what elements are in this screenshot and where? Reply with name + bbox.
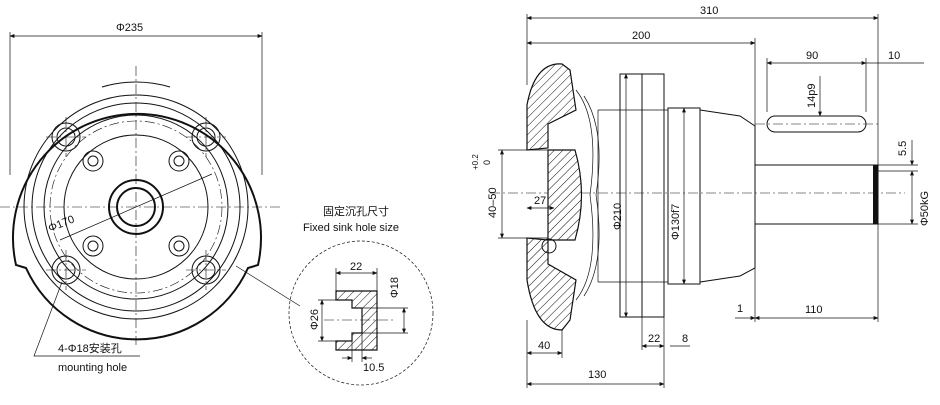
mounting-hole-spec: 4-Φ18安装孔 (58, 341, 122, 355)
bolt (82, 150, 104, 172)
side-view: 310 200 90 10 14p9 5.5 Φ50kG (471, 5, 931, 388)
dim-thickness-label: 10.5 (363, 362, 384, 374)
output-shaft (754, 164, 879, 225)
mounting-hole (186, 250, 226, 290)
sink-hole-section (335, 290, 378, 351)
sink-hole-detail: 固定沉孔尺寸 Fixed sink hole size 22 Φ26 Φ18 1… (235, 204, 434, 386)
dim-hub-40-label: 40 (538, 340, 550, 352)
outer-diameter-label: Φ235 (116, 22, 143, 34)
mounting-hole-leader (33, 281, 140, 357)
dim-body-130-label: 130 (588, 369, 606, 381)
gear-body (699, 109, 756, 283)
dim-end-offset-label: 10 (888, 50, 900, 62)
dim-200-label: 200 (632, 30, 650, 42)
shaft-diameter-label: Φ50kG (919, 191, 931, 226)
mounting-hole-en: mounting hole (58, 362, 127, 374)
front-view: Φ235 Φ170 (0, 22, 282, 374)
bore-tol-upper: +0.2 (471, 154, 480, 170)
bolt (82, 235, 104, 257)
dim-flange-22-label: 22 (648, 333, 660, 345)
hub-outer (108, 179, 164, 235)
flange (619, 73, 643, 318)
sink-hole-title-en: Fixed sink hole size (303, 222, 399, 234)
hub-section-lower (526, 237, 577, 331)
dim-flange-8-label: 8 (682, 333, 688, 345)
flange-diameter-label: Φ210 (612, 203, 624, 230)
detail-circle (288, 240, 434, 386)
dim-depth-label: 22 (350, 261, 362, 273)
mounting-hole (186, 117, 226, 157)
bore-tol-lower: 0 (482, 160, 492, 165)
hub-bore (116, 187, 156, 227)
dim-counterbore-label: Φ26 (309, 309, 321, 330)
bolt (168, 150, 190, 172)
sink-hole-title-cn: 固定沉孔尺寸 (323, 204, 389, 218)
hub-section-upper (526, 63, 577, 151)
dim-overall-label: 310 (700, 5, 718, 17)
dim-keyway-label: 90 (806, 50, 818, 62)
hub-section-center (547, 149, 583, 241)
key-width-label: 14p9 (806, 84, 818, 108)
bore-range-label: 40–50 (487, 187, 499, 218)
mounting-hole (46, 117, 86, 157)
spigot-diameter-label: Φ130f7 (670, 204, 682, 240)
dim-gap-1-label: 1 (737, 303, 743, 315)
bearing-ball (541, 238, 557, 254)
bolt (168, 235, 190, 257)
mounting-hole (46, 250, 86, 290)
dim-27-label: 27 (534, 195, 546, 207)
dim-shaft-110-label: 110 (805, 304, 823, 316)
dim-hole-label: Φ18 (389, 277, 401, 298)
pcd-label: Φ170 (47, 213, 77, 234)
key-depth-label: 5.5 (897, 141, 909, 156)
